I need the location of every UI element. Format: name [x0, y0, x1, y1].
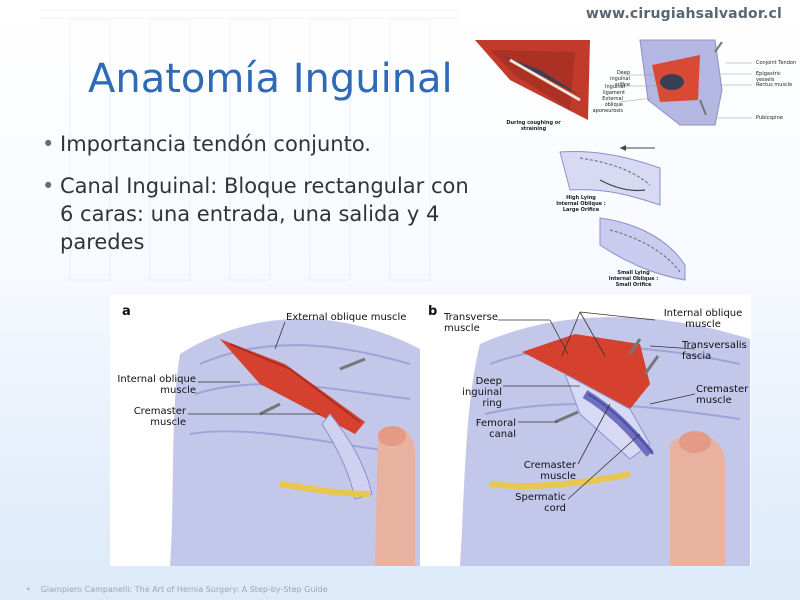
label-b-cremaster-right: Cremaster muscle: [696, 384, 749, 406]
label-a-external-oblique: External oblique muscle: [286, 312, 407, 323]
label-conjoint-tendon: Conjoint Tendon: [756, 60, 797, 66]
label-epigastric-vessels: Epigastric vessels: [756, 71, 781, 83]
label-small-lying: Small Lying Internal Oblique : Small Ori…: [608, 270, 659, 288]
website-url: www.cirugiahsalvador.cl: [585, 6, 782, 22]
footer-citation: • Giampiero Campanelli: The Art of Hernia…: [26, 585, 328, 594]
bullet-item-1: Importancia tendón conjunto.: [36, 130, 476, 158]
label-high-lying: High Lying Internal Oblique : Large Orif…: [556, 195, 606, 213]
figure-top-right: Conjoint Tendon Epigastric vessels Rectu…: [470, 30, 800, 292]
bullet-item-2: Canal Inguinal: Bloque rectangular con 6…: [36, 172, 476, 256]
label-inguinal-ligament: Inguinal ligament: [602, 84, 625, 96]
label-deep-inguinal-orifice: Deep inguinal orifice: [610, 70, 630, 88]
panel-b-letter: b: [428, 304, 438, 319]
label-rectus-muscle: Rectus muscle: [756, 82, 793, 88]
label-b-cremaster-bottom: Cremaster muscle: [523, 460, 576, 482]
label-b-deep-ring: Deep inguinal ring: [462, 376, 502, 409]
footer-bullet: •: [26, 585, 31, 594]
label-b-transversalis: Transversalis fascia: [682, 340, 747, 362]
label-during-coughing: During coughing or straining: [506, 120, 561, 132]
bullet-list: Importancia tendón conjunto. Canal Ingui…: [36, 130, 476, 270]
label-external-oblique-aponeurosis: External oblique aponeurosis: [592, 96, 623, 114]
slide-title: Anatomía Inguinal: [88, 56, 453, 102]
panel-a-letter: a: [122, 304, 131, 319]
label-b-femoral: Femoral canal: [475, 418, 516, 440]
footer-citation-text: Giampiero Campanelli: The Art of Hernia …: [40, 585, 328, 594]
label-b-transverse: Transverse muscle: [444, 312, 498, 334]
figure-main-illustration: [170, 311, 750, 566]
figure-top-illustration: [475, 39, 752, 281]
label-b-spermatic: Spermatic cord: [515, 492, 566, 514]
label-a-cremaster: Cremaster muscle: [133, 406, 186, 428]
label-pubic-spine: Pubicspine: [756, 115, 783, 121]
label-b-internal-oblique: Internal oblique muscle: [663, 308, 743, 330]
label-a-internal-oblique: Internal oblique muscle: [117, 374, 196, 396]
figure-inguinal-canal: a b External oblique muscle Internal obl…: [110, 294, 751, 566]
